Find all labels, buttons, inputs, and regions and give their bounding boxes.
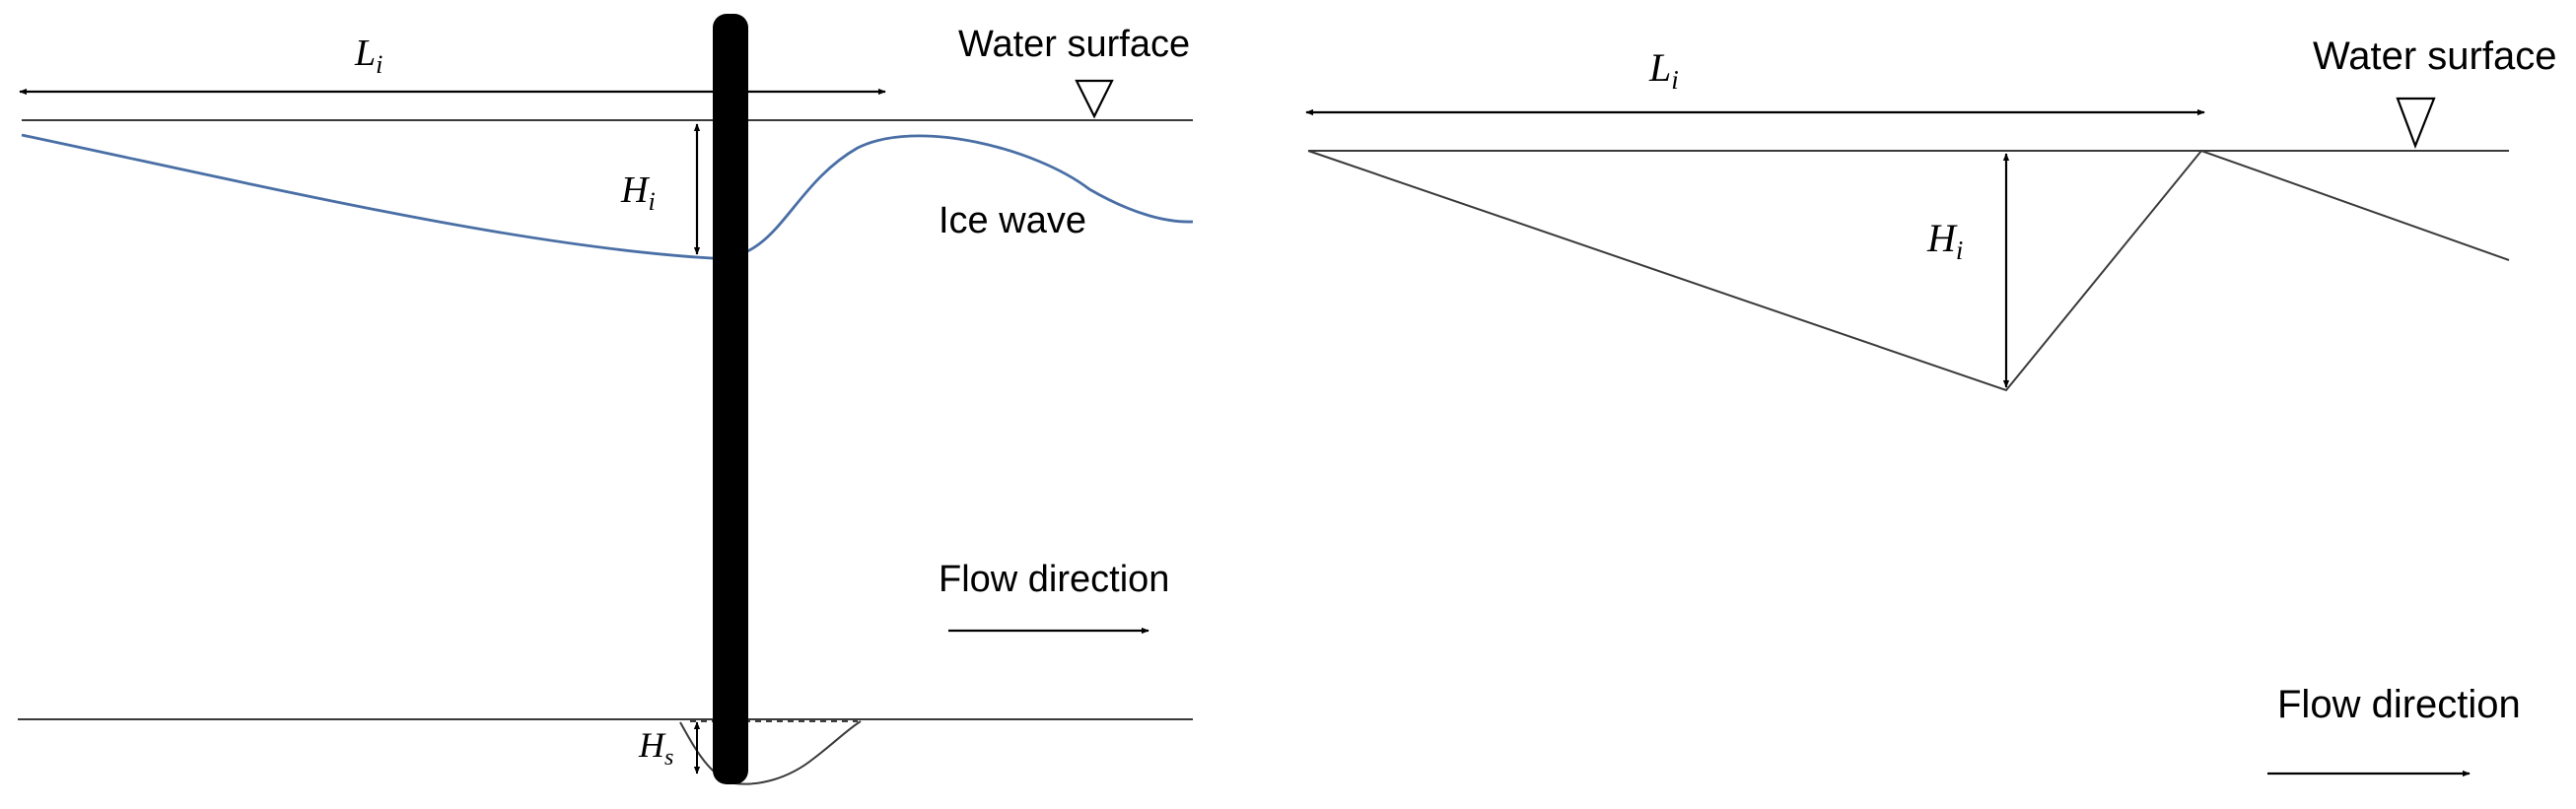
right-water-level-triangle-icon xyxy=(2396,97,2436,150)
right-ice-height-label: Hi xyxy=(1926,216,1963,265)
left-panel: Li Water surface Ice wave Hi Hs Flow dir… xyxy=(18,14,1194,785)
scour-depth-label: Hs xyxy=(638,725,673,771)
bridge-pile xyxy=(713,14,748,784)
left-ice-height-label: Hi xyxy=(620,169,656,216)
right-panel: Li Water surface Hi Flow direction xyxy=(1305,34,2556,777)
left-flow-direction-label: Flow direction xyxy=(939,559,1169,600)
right-water-surface-label: Water surface xyxy=(2313,34,2556,78)
ice-wave-curve xyxy=(21,133,1194,260)
left-length-label: Li xyxy=(354,33,383,79)
left-water-level-triangle-icon xyxy=(1075,79,1114,119)
right-length-label: Li xyxy=(1648,45,1679,95)
triangular-ice-wave xyxy=(1307,149,2510,392)
ice-wave-label: Ice wave xyxy=(939,200,1086,241)
left-water-surface-label: Water surface xyxy=(958,24,1190,65)
right-flow-direction-label: Flow direction xyxy=(2277,683,2521,726)
scour-hole-curve xyxy=(679,720,862,785)
